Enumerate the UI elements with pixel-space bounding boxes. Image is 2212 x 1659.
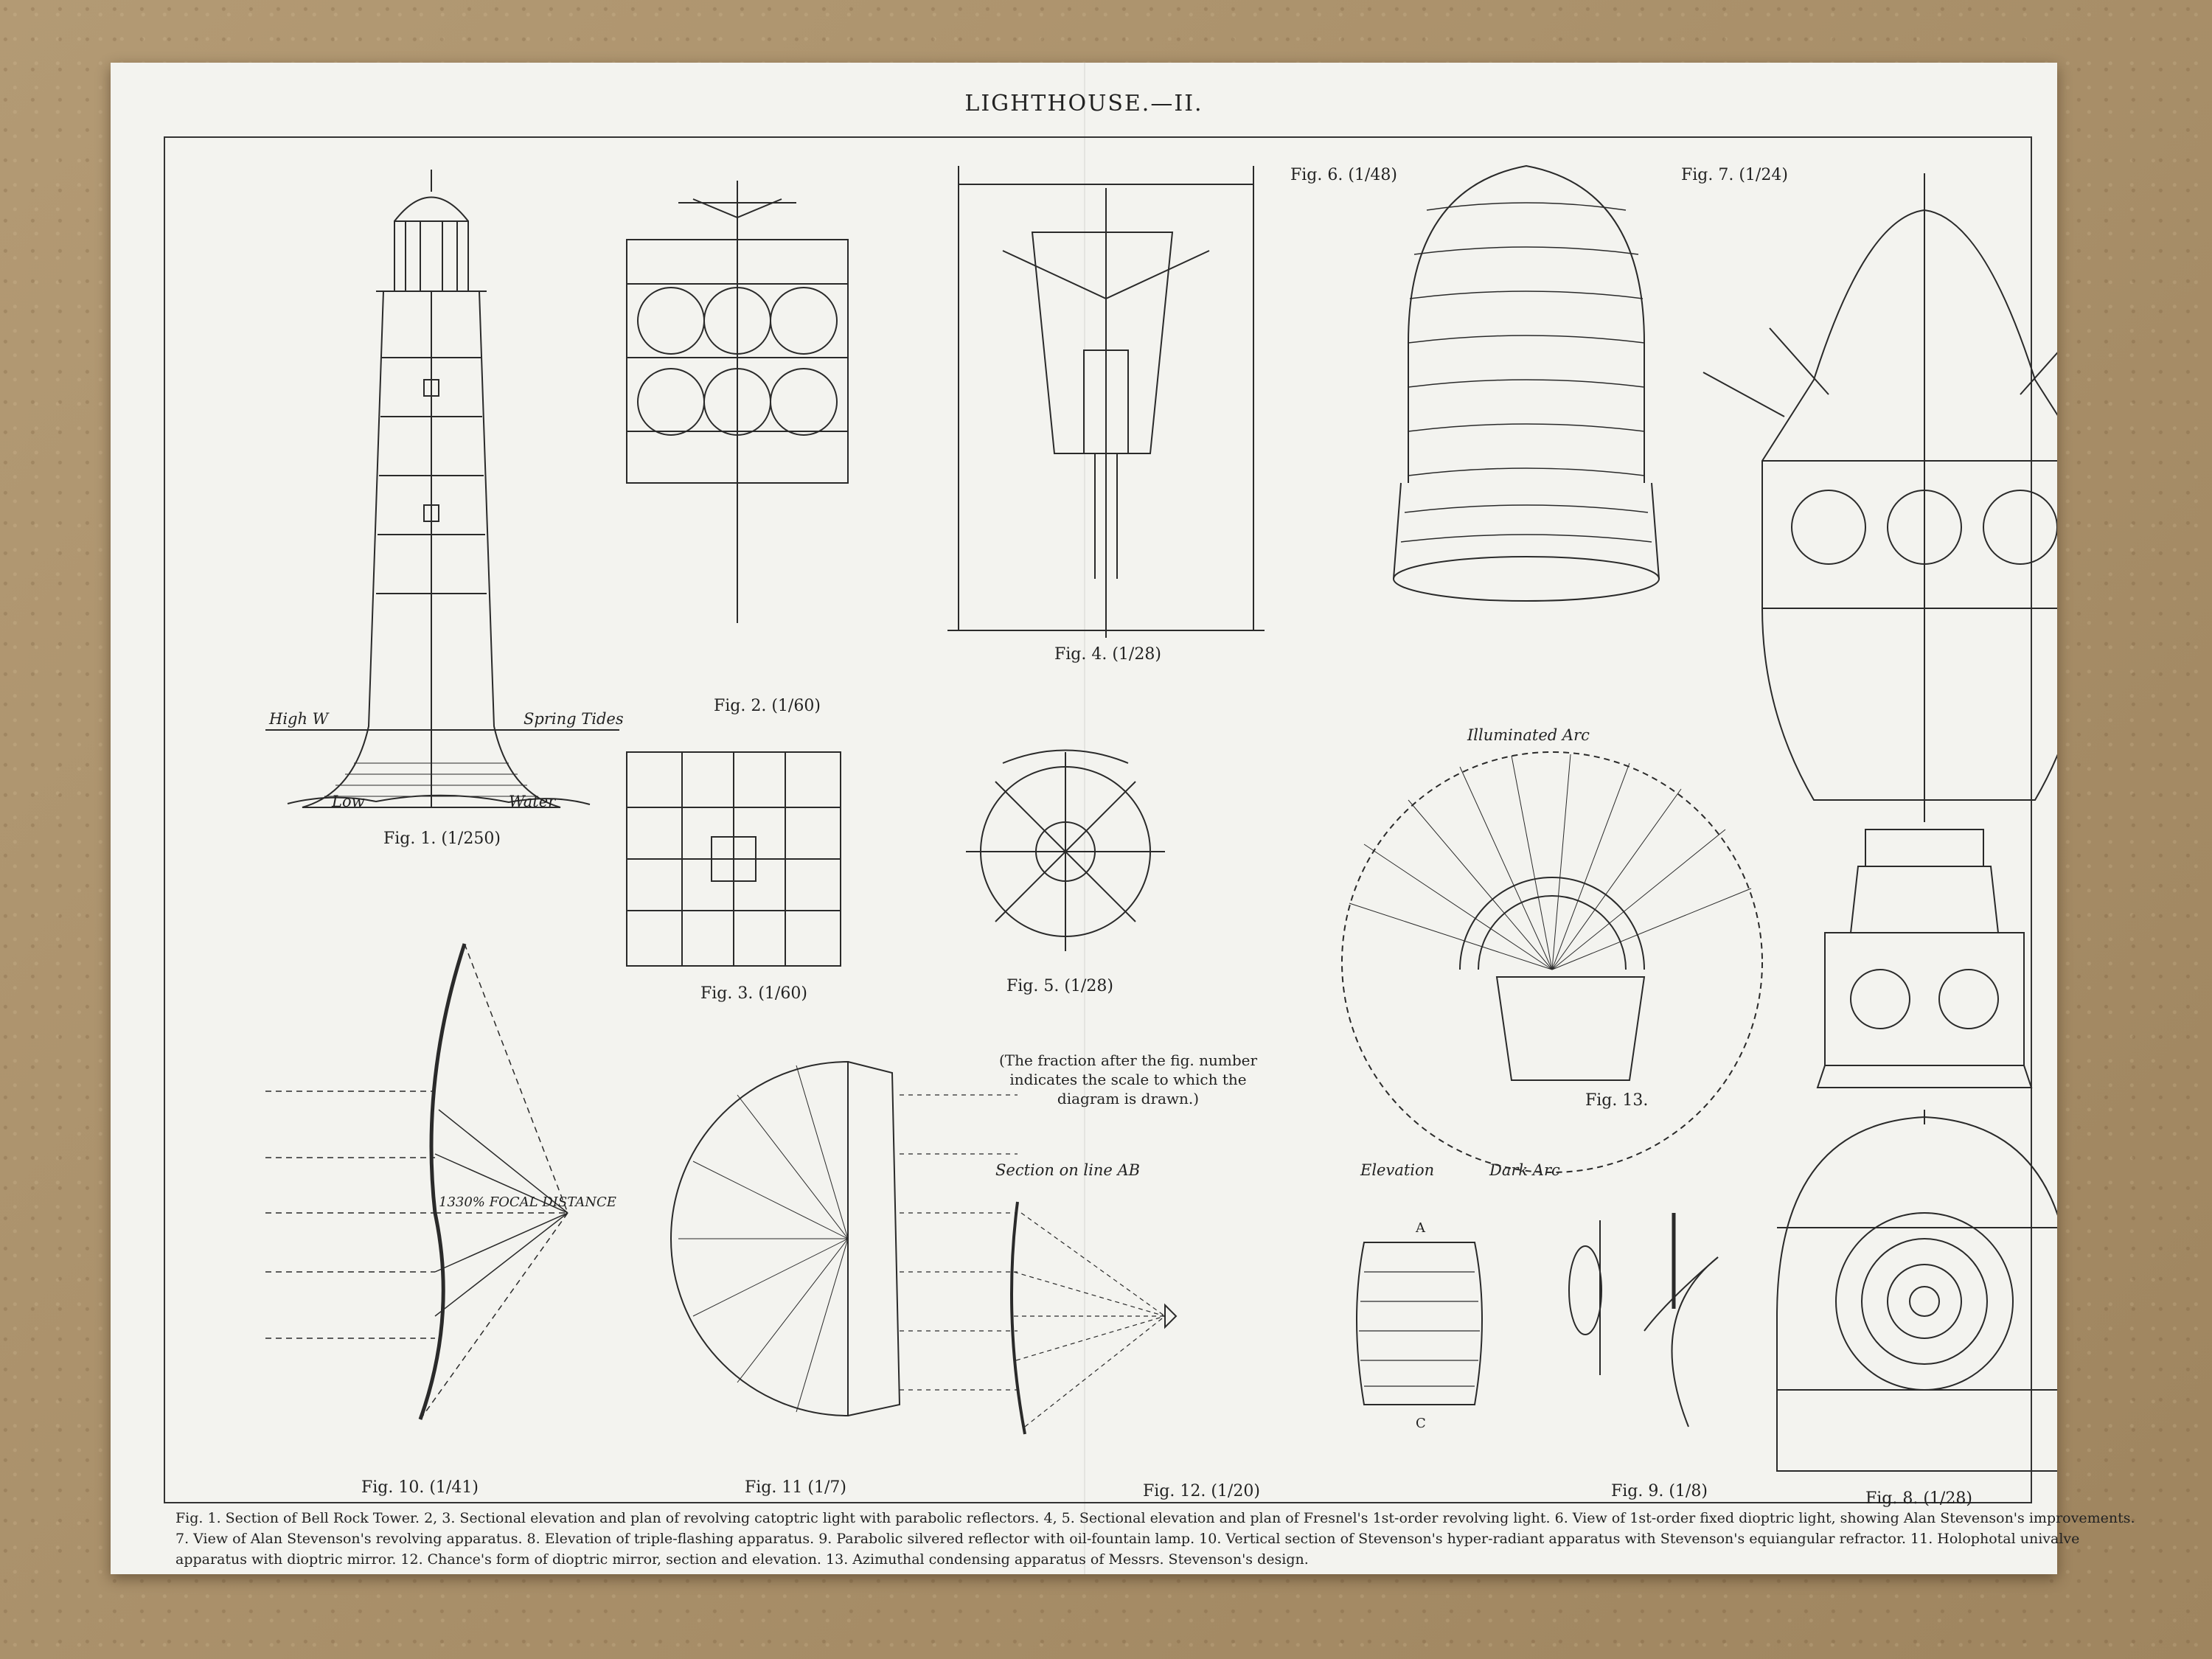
fig9-label: Fig. 9. (1/8): [1611, 1482, 1708, 1500]
caption-line: apparatus with dioptric mirror. 12. Chan…: [175, 1551, 1309, 1568]
elevation-annotation: Elevation: [1360, 1161, 1435, 1179]
fig2-catoptric-light-drawing: [626, 181, 849, 623]
dark-arc-annotation: Dark Arc: [1489, 1161, 1560, 1179]
label-c: C: [1416, 1416, 1426, 1431]
scale-note-line: indicates the scale to which the: [1009, 1071, 1247, 1088]
plate-border: [164, 136, 2032, 1503]
fig10-label: Fig. 10. (1/41): [361, 1478, 479, 1497]
fig4-fresnel-revolving-light-drawing: [947, 166, 1265, 638]
engraved-figures: [265, 164, 2057, 1472]
figure-captions: Fig. 1. Section of Bell Rock Tower. 2, 3…: [175, 1508, 2135, 1570]
scale-note-line: diagram is drawn.): [1057, 1090, 1200, 1107]
fig3-plan-drawing: [626, 751, 841, 967]
fig11-label: Fig. 11 (1/7): [745, 1478, 846, 1497]
fig5-revolving-plan-drawing: [966, 749, 1165, 951]
fig6-label: Fig. 6. (1/48): [1290, 166, 1397, 184]
fig4-label: Fig. 4. (1/28): [1054, 645, 1161, 664]
scale-note-line: (The fraction after the fig. number: [998, 1051, 1258, 1069]
fig2-label: Fig. 2. (1/60): [714, 697, 821, 715]
spring-tides-annotation: Spring Tides: [524, 710, 624, 728]
engraved-plate-sheet: LIGHTHOUSE.—II.: [111, 63, 2135, 1574]
fig7-revolving-apparatus-drawing: [1703, 173, 2057, 1088]
focal-distance-annotation: 1330% FOCAL DISTANCE: [439, 1194, 616, 1210]
fig9-parabolic-reflector-drawing: [1568, 1213, 1719, 1427]
high-water-annotation: High W: [269, 710, 329, 728]
fig1-bell-rock-tower-drawing: [265, 170, 619, 808]
fig13-label: Fig. 13.: [1585, 1091, 1649, 1110]
fig10-hyper-radiant-section-drawing: [265, 943, 568, 1420]
fig5-label: Fig. 5. (1/28): [1006, 977, 1113, 995]
scale-note: (The fraction after the fig. number indi…: [981, 1051, 1276, 1108]
fig13-azimuthal-condensing-drawing: [1341, 751, 1763, 1173]
plate-title: LIGHTHOUSE.—II.: [964, 91, 1203, 116]
fig11-holophotal-univalve-drawing: [670, 1060, 1018, 1417]
fig3-label: Fig. 3. (1/60): [700, 984, 807, 1003]
fig8-label: Fig. 8. (1/28): [1865, 1489, 1972, 1508]
center-fold-line: [1084, 63, 1085, 1574]
low-annotation: Low: [332, 793, 365, 810]
fig8-triple-flashing-apparatus-drawing: [1776, 1110, 2057, 1472]
caption-line: 7. View of Alan Stevenson's revolving ap…: [175, 1531, 2080, 1547]
fig6-fixed-dioptric-light-drawing: [1393, 164, 1660, 602]
fig7-label: Fig. 7. (1/24): [1681, 166, 1788, 184]
water-annotation: Water: [509, 793, 556, 810]
fig1-label: Fig. 1. (1/250): [383, 830, 501, 848]
label-a: A: [1416, 1220, 1425, 1236]
section-on-line-annotation: Section on line AB: [995, 1161, 1141, 1179]
fig12-dioptric-mirror-drawing: [1010, 1201, 1483, 1435]
illuminated-arc-annotation: Illuminated Arc: [1467, 726, 1590, 744]
fig12-label: Fig. 12. (1/20): [1143, 1482, 1260, 1500]
caption-line: Fig. 1. Section of Bell Rock Tower. 2, 3…: [175, 1510, 2135, 1526]
